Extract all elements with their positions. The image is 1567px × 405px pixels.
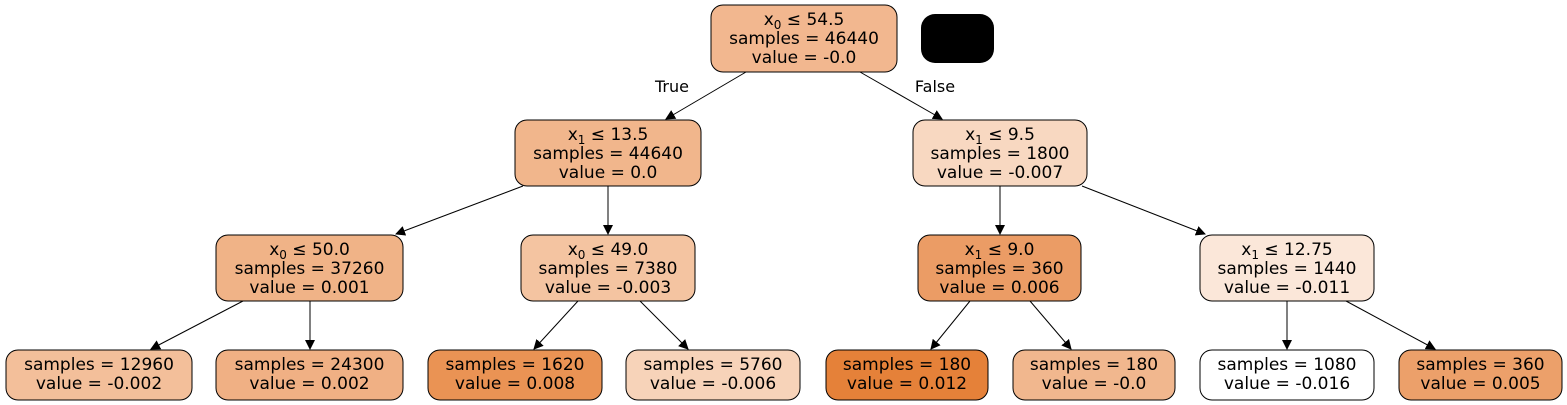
node-samples: samples = 360 xyxy=(935,259,1063,279)
node-box xyxy=(215,349,404,401)
node-box xyxy=(917,234,1082,302)
node-condition: x0 ≤ 50.0 xyxy=(269,240,350,262)
node-value: value = -0.006 xyxy=(650,374,776,394)
edge-labels-layer: True False xyxy=(654,77,955,96)
node-samples: samples = 12960 xyxy=(24,355,174,375)
node-samples: samples = 1080 xyxy=(1218,355,1357,375)
edge-n4-n10 xyxy=(639,300,689,350)
node-box xyxy=(215,234,404,302)
node-box xyxy=(514,119,702,187)
node-box xyxy=(1199,349,1375,401)
node-value: value = 0.0 xyxy=(559,163,658,183)
edge-n5-n11 xyxy=(930,300,971,350)
redacted-block xyxy=(921,14,994,63)
node-samples: samples = 5760 xyxy=(644,355,783,375)
edge-n5-n12 xyxy=(1029,300,1072,350)
node-condition: x0 ≤ 54.5 xyxy=(764,10,845,32)
node-samples: samples = 180 xyxy=(1030,355,1158,375)
edge-n4-n9 xyxy=(533,300,579,350)
node-box xyxy=(427,349,603,401)
node-condition: x1 ≤ 12.75 xyxy=(1241,240,1332,262)
node-samples: samples = 37260 xyxy=(235,259,385,279)
edge-n0-n1 xyxy=(665,71,747,120)
node-condition: x1 ≤ 9.0 xyxy=(965,240,1035,262)
edge-n6-n14 xyxy=(1345,300,1436,350)
node-value: value = 0.012 xyxy=(847,374,967,394)
node-value: value = 0.005 xyxy=(1420,374,1540,394)
node-value: value = 0.002 xyxy=(249,374,369,394)
node-condition: x1 ≤ 13.5 xyxy=(568,125,649,147)
node-box xyxy=(912,119,1088,187)
node-samples: samples = 1440 xyxy=(1218,259,1357,279)
node-box xyxy=(520,234,696,302)
node-condition: x0 ≤ 49.0 xyxy=(568,240,649,262)
edge-n0-n2 xyxy=(859,71,943,120)
node-box xyxy=(825,349,989,401)
node-samples: samples = 1620 xyxy=(446,355,585,375)
edge-n1-n3 xyxy=(395,185,524,236)
edge-n3-n7 xyxy=(150,300,244,350)
node-box xyxy=(1398,349,1563,401)
node-value: value = -0.0 xyxy=(752,48,857,68)
node-box xyxy=(1199,234,1375,302)
node-condition: x1 ≤ 9.5 xyxy=(965,125,1035,147)
node-samples: samples = 180 xyxy=(843,355,971,375)
node-value: value = -0.002 xyxy=(36,374,162,394)
edges-layer xyxy=(150,71,1436,350)
node-samples: samples = 44640 xyxy=(533,144,683,164)
node-box xyxy=(710,4,898,73)
branch-label-false: False xyxy=(915,77,955,96)
node-value: value = 0.008 xyxy=(455,374,575,394)
node-value: value = -0.016 xyxy=(1224,374,1350,394)
node-value: value = -0.003 xyxy=(545,278,671,298)
node-samples: samples = 46440 xyxy=(729,29,879,49)
node-box xyxy=(1012,349,1176,401)
node-value: value = 0.006 xyxy=(939,278,1059,298)
node-box xyxy=(5,349,193,401)
node-value: value = -0.0 xyxy=(1042,374,1147,394)
node-value: value = 0.001 xyxy=(249,278,369,298)
branch-label-true: True xyxy=(654,77,689,96)
node-value: value = -0.007 xyxy=(937,163,1063,183)
node-value: value = -0.011 xyxy=(1224,278,1350,298)
node-samples: samples = 24300 xyxy=(235,355,385,375)
node-box xyxy=(625,349,801,401)
node-samples: samples = 7380 xyxy=(539,259,678,279)
node-samples: samples = 360 xyxy=(1416,355,1544,375)
edge-n2-n6 xyxy=(1081,185,1206,236)
node-samples: samples = 1800 xyxy=(931,144,1070,164)
